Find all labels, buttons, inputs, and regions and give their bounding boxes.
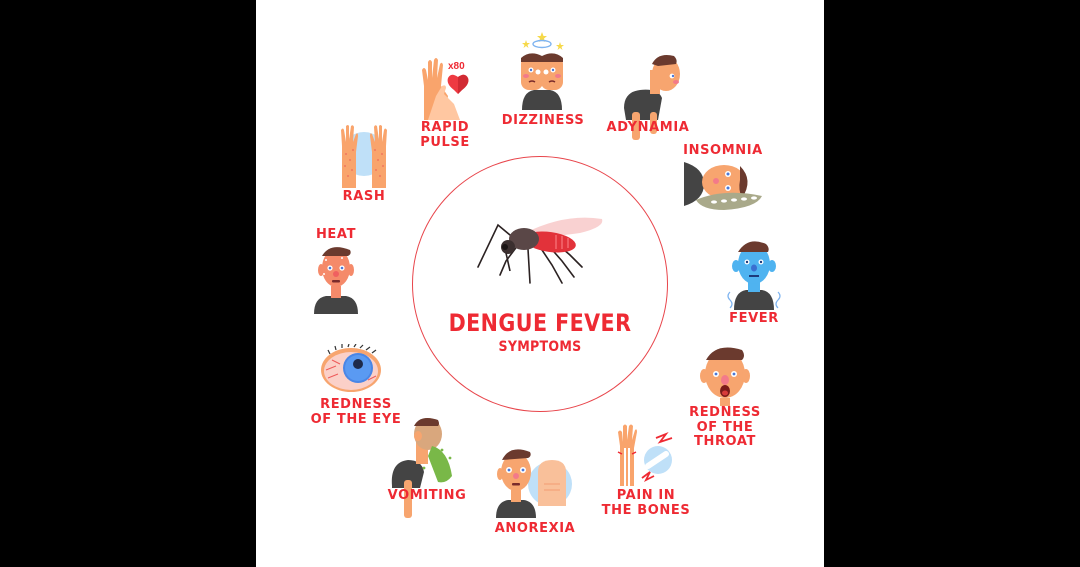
symptom-label-rash: RASH <box>342 189 386 204</box>
man-with-bald-head-icon <box>496 449 572 518</box>
sweating-man-icon <box>314 247 358 314</box>
spotted-hands-icon <box>341 125 387 188</box>
mosquito-icon <box>477 217 603 284</box>
hand-heart-icon: x80 <box>422 58 469 120</box>
pulse-rate-badge: x80 <box>448 61 465 72</box>
symptom-label-insomnia: INSOMNIA <box>683 143 763 158</box>
symptom-label-adynamia: ADYNAMIA <box>606 120 690 135</box>
open-mouth-face-icon <box>700 347 750 406</box>
symptom-label-redness-of-the-throat: REDNESS OF THE THROAT <box>689 405 761 449</box>
man-on-pillow-icon <box>684 162 762 210</box>
infographic-subtitle: SYMPTOMS <box>498 339 582 355</box>
symptom-label-fever: FEVER <box>729 311 779 326</box>
vomiting-man-icon <box>391 418 452 518</box>
infographic-title: DENGUE FEVER <box>448 309 632 337</box>
symptom-label-rapid-pulse: RAPID PULSE <box>420 120 470 150</box>
symptom-label-dizziness: DIZZINESS <box>501 113 585 128</box>
dizzy-twin-face-icon <box>521 32 564 110</box>
symptom-label-anorexia: ANOREXIA <box>494 521 576 536</box>
slouching-man-icon <box>624 55 680 140</box>
symptom-label-pain-in-the-bones: PAIN IN THE BONES <box>601 488 691 518</box>
bloodshot-eye-icon <box>321 344 381 392</box>
symptom-label-redness-of-the-eye: REDNESS OF THE EYE <box>310 397 402 427</box>
symptom-label-heat: HEAT <box>315 227 357 242</box>
center-circle <box>412 156 668 412</box>
shivering-blue-man-icon <box>727 241 781 310</box>
arm-bone-pain-icon <box>617 424 673 486</box>
symptom-label-vomiting: VOMITING <box>387 488 467 503</box>
